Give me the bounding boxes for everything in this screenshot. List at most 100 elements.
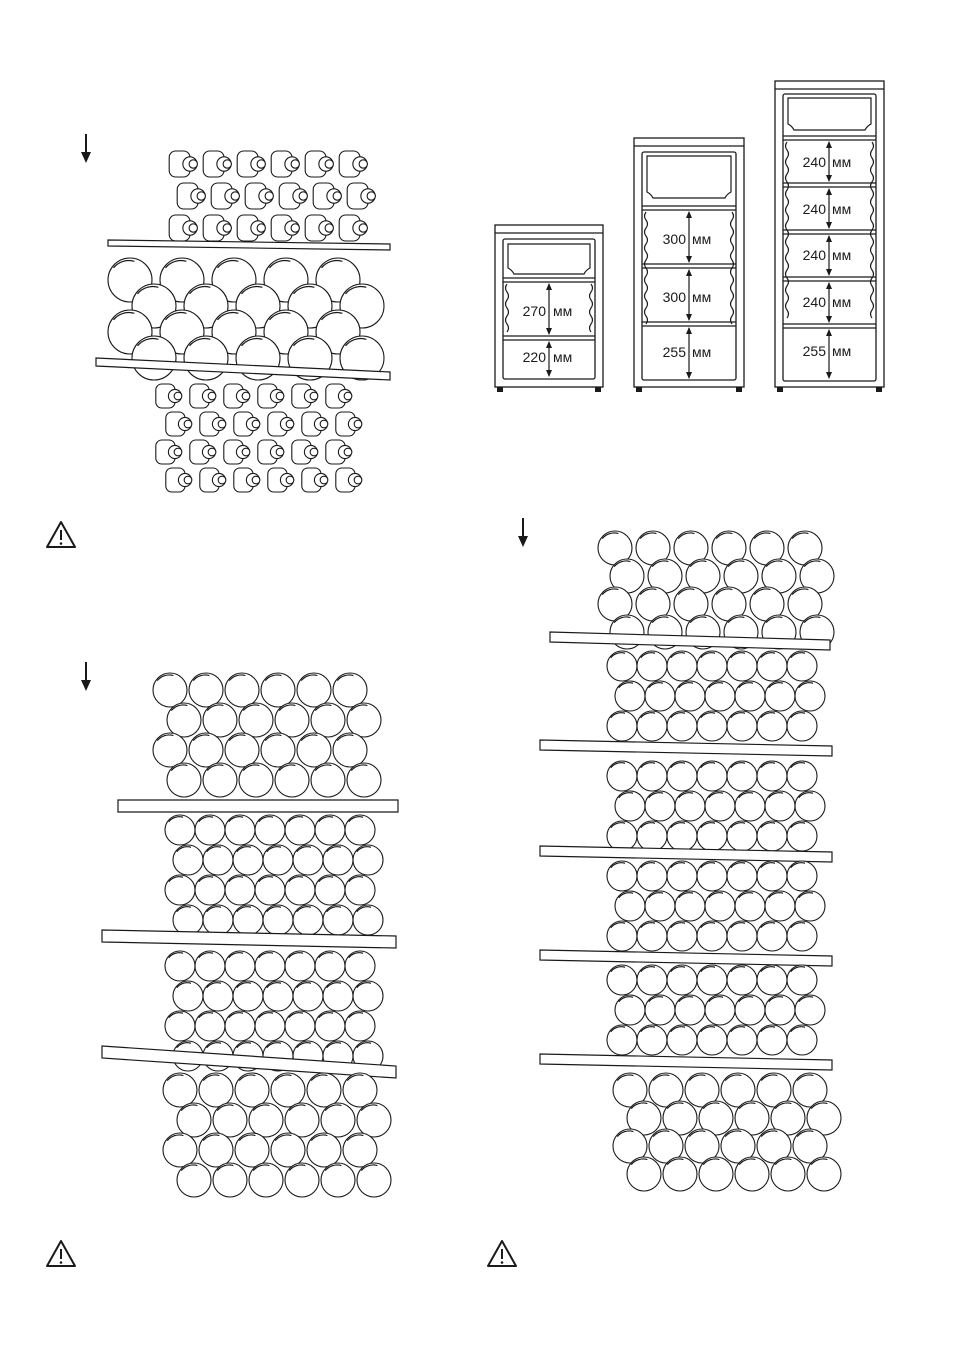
wine-bottle-icon [271, 1073, 305, 1107]
wine-bottle-icon [305, 151, 333, 177]
wine-bottle-icon [705, 891, 735, 921]
wine-bottle-icon [177, 1163, 211, 1197]
dimension-unit: мм [692, 344, 711, 360]
wine-bottle-icon [321, 1103, 355, 1137]
wine-bottle-icon [735, 791, 765, 821]
wine-bottle-icon [263, 845, 293, 875]
cabinet-large: 240 мм 240 мм 240 мм 240 мм 255 мм [775, 81, 884, 392]
wine-bottle-icon [169, 215, 197, 241]
dimension-unit: мм [832, 343, 851, 359]
wine-bottle-icon [727, 651, 757, 681]
warning-triangle-icon [47, 522, 75, 547]
wine-bottle-icon [190, 384, 216, 408]
shelf [540, 950, 832, 966]
wine-bottle-icon [705, 995, 735, 1025]
wine-bottle-icon [199, 1073, 233, 1107]
wine-bottle-icon [637, 761, 667, 791]
wine-bottle-icon [336, 468, 362, 492]
wine-bottle-icon [211, 183, 239, 209]
wine-bottle-icon [667, 861, 697, 891]
wine-bottle-icon [213, 1103, 247, 1137]
dimension-value: 220 [523, 349, 547, 365]
wine-bottle-icon [258, 384, 284, 408]
wine-bottle-icon [607, 761, 637, 791]
wine-bottle-icon [225, 815, 255, 845]
wine-bottle-icon [177, 183, 205, 209]
wine-bottle-icon [637, 1025, 667, 1055]
wine-bottle-icon [637, 711, 667, 741]
wine-bottle-icon [163, 1073, 197, 1107]
wine-bottle-icon [189, 673, 223, 707]
wine-bottle-icon [239, 763, 273, 797]
wine-bottle-icon [357, 1103, 391, 1137]
wine-bottle-icon [156, 440, 182, 464]
cabinet-medium: 300 мм 300 мм 255 мм [634, 138, 744, 392]
wine-bottle-icon [345, 875, 375, 905]
wine-bottle-icon [787, 711, 817, 741]
wine-bottle-icon [235, 1133, 269, 1167]
wine-bottle-icon [268, 468, 294, 492]
wine-bottle-icon [667, 1025, 697, 1055]
wine-bottle-icon [233, 845, 263, 875]
wine-bottle-icon [225, 673, 259, 707]
wine-bottle-icon [245, 183, 273, 209]
wine-bottle-icon [727, 711, 757, 741]
wine-bottle-icon [357, 1163, 391, 1197]
wine-bottle-icon [285, 875, 315, 905]
wine-bottle-icon [203, 151, 231, 177]
wine-bottle-icon [765, 791, 795, 821]
wine-bottle-icon [735, 681, 765, 711]
wine-bottle-icon [166, 468, 192, 492]
wine-bottle-icon [705, 681, 735, 711]
wine-bottle-icon [353, 845, 383, 875]
wine-bottle-icon [297, 673, 331, 707]
wine-bottle-icon [667, 965, 697, 995]
wine-bottle-icon [249, 1103, 283, 1137]
wine-bottle-icon [795, 791, 825, 821]
wine-bottle-icon [293, 981, 323, 1011]
dimension-value: 240 [803, 154, 827, 170]
wine-bottle-icon [336, 412, 362, 436]
wine-bottle-icon [727, 861, 757, 891]
wine-bottle-icon [787, 821, 817, 851]
wine-bottle-icon [333, 733, 367, 767]
dimension-unit: мм [692, 289, 711, 305]
wine-bottle-icon [607, 821, 637, 851]
wine-bottle-icon [697, 1025, 727, 1055]
wine-bottle-icon [697, 965, 727, 995]
wine-bottle-icon [615, 891, 645, 921]
wine-bottle-icon [607, 1025, 637, 1055]
wine-bottle-icon [637, 651, 667, 681]
dimension-value: 240 [803, 201, 827, 217]
wine-bottle-icon [203, 763, 237, 797]
dimension-value: 255 [803, 343, 827, 359]
down-arrow-icon [518, 518, 528, 547]
wine-bottle-icon [311, 703, 345, 737]
wine-bottle-icon [292, 384, 318, 408]
wine-bottle-icon [765, 891, 795, 921]
wine-bottle-icon [233, 905, 263, 935]
wine-bottle-icon [165, 815, 195, 845]
dimension-value: 255 [663, 344, 687, 360]
wine-bottle-icon [302, 468, 328, 492]
wine-bottle-icon [787, 921, 817, 951]
wine-bottle-icon [292, 440, 318, 464]
wine-bottle-icon [637, 821, 667, 851]
wine-bottle-icon [727, 761, 757, 791]
wine-bottle-icon [200, 468, 226, 492]
wine-bottle-icon [167, 763, 201, 797]
shelf [102, 930, 396, 948]
wine-bottle-icon [787, 1025, 817, 1055]
wine-bottle-icon [757, 761, 787, 791]
wine-bottle-icon [268, 412, 294, 436]
wine-bottle-icon [735, 995, 765, 1025]
wine-bottle-icon [343, 1133, 377, 1167]
wine-bottle-icon [667, 651, 697, 681]
wine-bottle-icon [787, 761, 817, 791]
wine-bottle-icon [757, 965, 787, 995]
wine-bottle-icon [727, 821, 757, 851]
wine-bottle-icon [345, 951, 375, 981]
wine-bottle-icon [667, 761, 697, 791]
wine-bottle-icon [311, 763, 345, 797]
